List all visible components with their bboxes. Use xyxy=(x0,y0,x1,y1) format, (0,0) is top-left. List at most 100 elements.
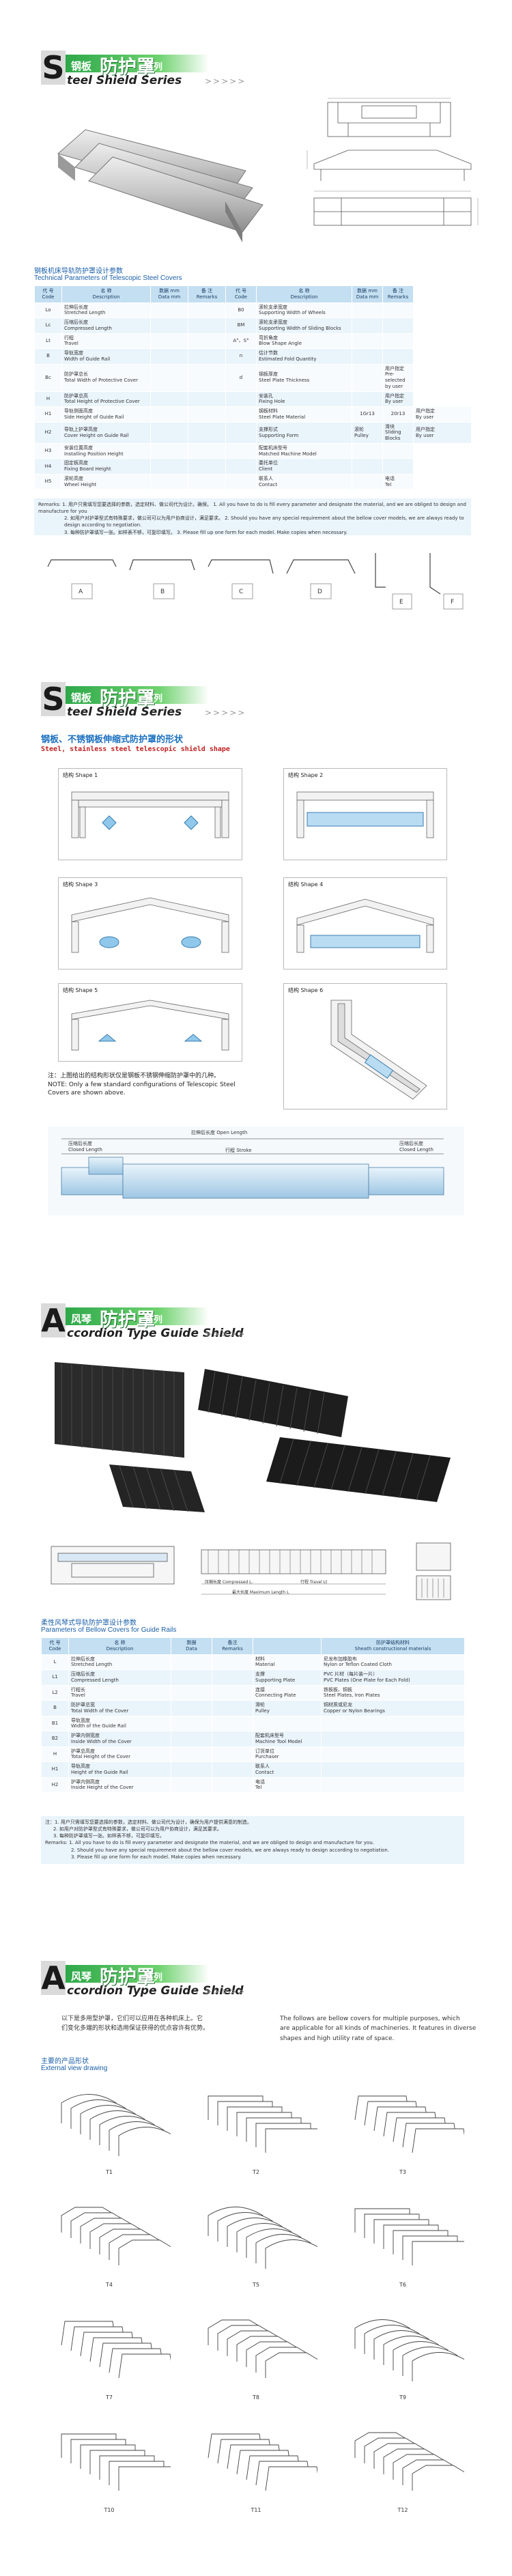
shape-4-box: 结构 Shape 4 xyxy=(283,877,447,969)
telescopic-diagram xyxy=(48,1127,464,1215)
profile-shapes xyxy=(47,553,464,610)
remark-en-1: Remarks: 1. All you have to do is fill e… xyxy=(45,1840,374,1846)
table-cell xyxy=(212,1684,253,1701)
type-2-drawing xyxy=(208,2095,317,2153)
table-cell xyxy=(150,317,188,334)
type-12-label: T12 xyxy=(397,2507,408,2513)
bellow-compressed-label: 压缩长度 Compressed L. xyxy=(205,1580,253,1585)
header-en: teel Shield Series xyxy=(67,705,182,719)
header-arrows: >>>>> xyxy=(205,1329,246,1339)
steel-cover-photo xyxy=(57,129,264,242)
table-cell xyxy=(188,332,226,349)
diagram-closed-left-en: Closed Length xyxy=(68,1147,102,1152)
header-bar xyxy=(66,686,209,704)
type-4-label: T4 xyxy=(106,2282,113,2288)
shape-1-drawing xyxy=(71,791,229,838)
table-cell xyxy=(212,1669,253,1686)
table-cell: Lo xyxy=(34,302,62,318)
table-cell xyxy=(171,1761,212,1778)
bellow-pleat xyxy=(118,2127,171,2156)
profile-c: C xyxy=(239,589,244,595)
table-cell xyxy=(352,302,383,318)
remark-en-3: 3. Please fill up one form for each mode… xyxy=(71,1854,242,1860)
table-cell xyxy=(225,391,257,407)
bellow-pleat xyxy=(265,2239,317,2269)
header-cn-b: 防护罩 xyxy=(100,688,155,709)
header-bar xyxy=(66,55,209,72)
table-cell xyxy=(321,1761,465,1778)
table-cell xyxy=(150,391,188,407)
table-cell xyxy=(352,348,383,365)
section1-header: S 钢板 防护罩 系列 teel Shield Series >>>>> xyxy=(41,48,328,90)
table-cell xyxy=(171,1654,212,1670)
header-en: ccordion Type Guide Shield xyxy=(67,1984,244,1998)
table2-title-en: Parameters of Bellow Covers for Guide Ra… xyxy=(41,1626,177,1634)
remark-cn-3: 3. 每种防护罩填写一张。如样表不够，可复印填写。 xyxy=(53,1833,165,1839)
table-cell: A°、S° xyxy=(225,332,257,349)
drawing-title-cn: 主要的产品形状 xyxy=(41,2058,89,2065)
shape-4-label: 结构 Shape 4 xyxy=(288,881,324,888)
table-cell xyxy=(188,473,226,490)
table-cell: B0 xyxy=(225,302,257,318)
bellow-max-label: 最大长度 Maximum Length L xyxy=(232,1590,289,1595)
table-cell: L1 xyxy=(41,1669,69,1686)
bellow-drawing xyxy=(51,1542,451,1600)
type-8-label: T8 xyxy=(253,2394,259,2401)
table-cell xyxy=(352,317,383,334)
type-3-drawing xyxy=(354,2095,464,2153)
bellow-pleat xyxy=(265,2352,317,2378)
table-cell xyxy=(171,1669,212,1686)
table-cell xyxy=(188,406,226,423)
remark-en-2: 2. Should you have any special requireme… xyxy=(71,1847,390,1853)
table-cell: L xyxy=(41,1654,69,1670)
bellow-pleat xyxy=(412,2128,464,2153)
type-10-label: T10 xyxy=(104,2507,115,2513)
table-cell: BM xyxy=(225,317,257,334)
table-cell xyxy=(212,1746,253,1762)
type-12-drawing xyxy=(354,2432,464,2491)
diagram-closed-left: 压缩后长度 xyxy=(68,1141,92,1146)
table-cell xyxy=(188,363,226,392)
header-cn-c: 系列 xyxy=(145,1972,163,1983)
table-cell: H xyxy=(41,1746,69,1762)
table-cell: 1Gr13 xyxy=(352,406,383,423)
table-cell xyxy=(171,1731,212,1747)
table-cell: H2 xyxy=(34,421,62,444)
table-cell xyxy=(352,363,383,392)
table-cell: n xyxy=(225,348,257,365)
type-1-label: T1 xyxy=(106,2169,113,2175)
table-cell xyxy=(188,348,226,365)
intro-cn: 以下是多用型护罩，它们可以应用在各种机床上。它 们变化多端的形状和选用保证获得的… xyxy=(61,2014,259,2034)
note-cn: 注：上图给出的结构形状仅是钢板不锈钢伸缩防护罩中的几种。 xyxy=(48,1073,221,1079)
